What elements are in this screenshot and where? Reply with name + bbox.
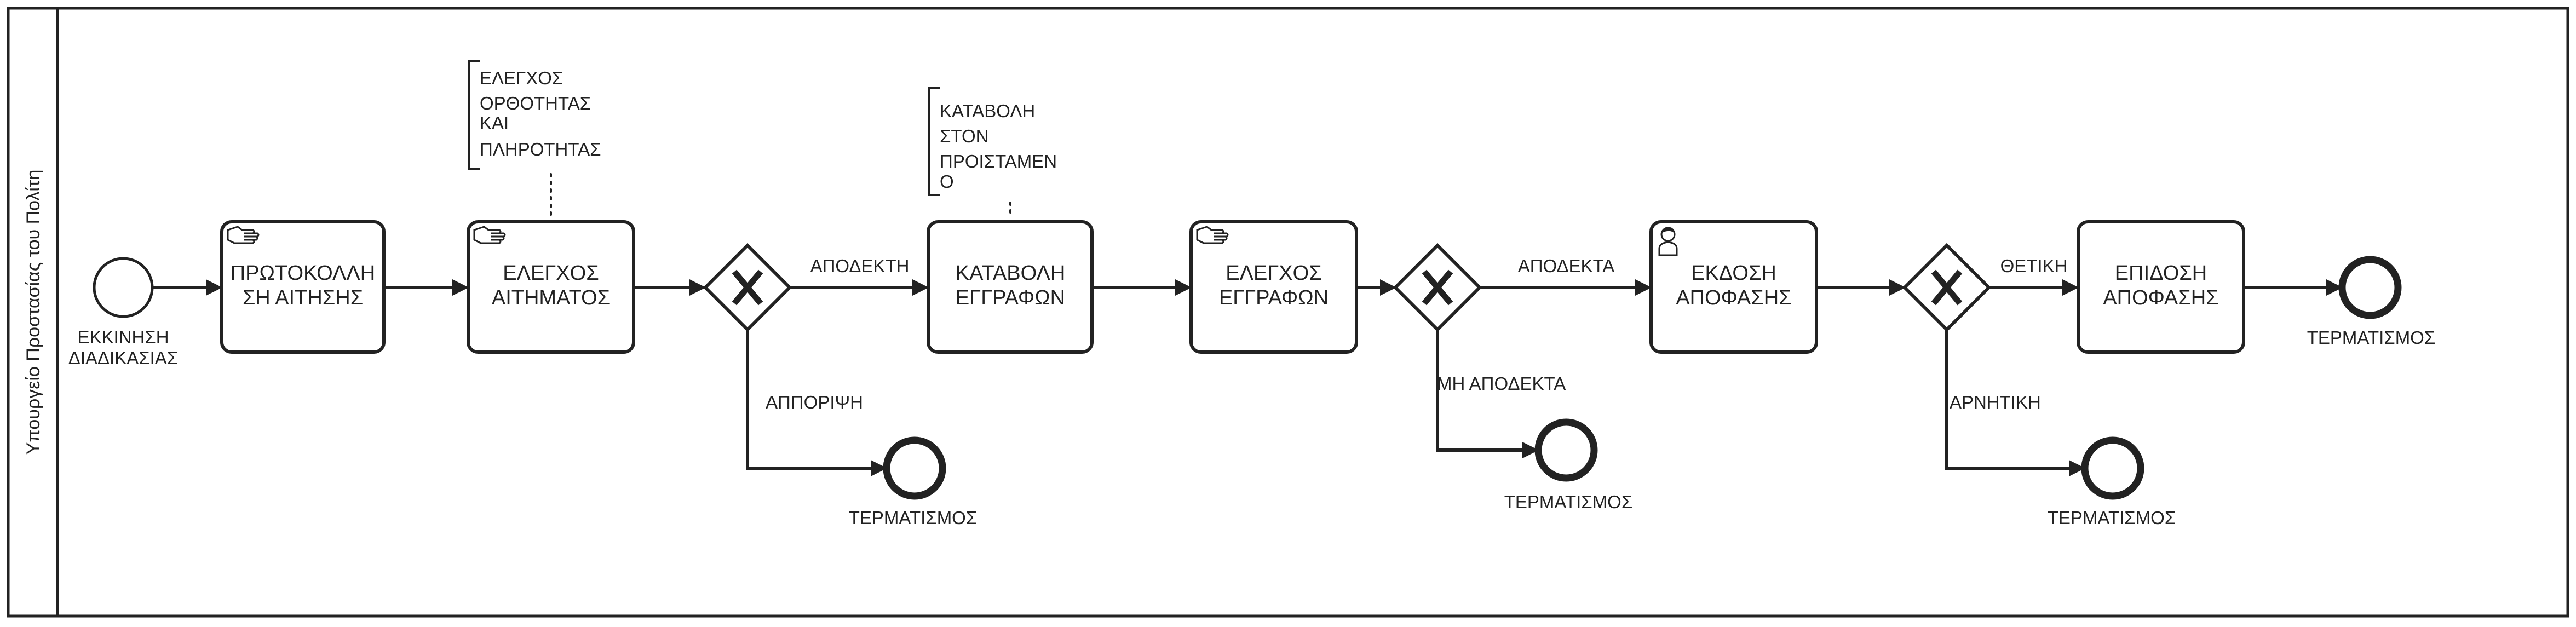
gateway-2[interactable]	[1393, 243, 1482, 332]
annotation-bracket	[928, 87, 940, 196]
task-protocol-label-line2: ΣΗ ΑΙΤΗΣΗΣ	[243, 286, 363, 309]
flow-gateway2-not-accepted	[1436, 330, 1539, 458]
task-submit-docs[interactable]: ΚΑΤΑΒΟΛΗ ΕΓΓΡΑΦΩΝ	[927, 220, 1094, 354]
task-issue-decision-label-line2: ΑΠΟΦΑΣΗΣ	[1676, 286, 1791, 309]
task-check-request-label-line2: ΑΙΤΗΜΑΤΟΣ	[492, 286, 610, 309]
sequence-flows	[153, 279, 2343, 476]
annotation-check-request-line1: ΕΛΕΓΧΟΣ	[480, 68, 563, 88]
annotation-bracket	[468, 60, 480, 170]
end-event-negative-label: ΤΕΡΜΑΤΙΣΜΟΣ	[2048, 508, 2176, 528]
x-icon	[1422, 269, 1453, 306]
end-event-negative[interactable]	[2081, 436, 2144, 500]
task-check-docs-label-line1: ΕΛΕΓΧΟΣ	[1226, 262, 1321, 285]
end-event-reject-label: ΤΕΡΜΑΤΙΣΜΟΣ	[849, 508, 978, 528]
task-deliver-decision-label-line1: ΕΠΙΔΟΣΗ	[2115, 262, 2207, 285]
task-issue-decision-box[interactable]	[1649, 220, 1818, 354]
task-deliver-decision[interactable]: ΕΠΙΔΟΣΗ ΑΠΟΦΑΣΗΣ	[2077, 220, 2245, 354]
task-issue-decision[interactable]: ΕΚΔΟΣΗ ΑΠΟΦΑΣΗΣ	[1649, 220, 1818, 354]
flow-label-accepted: ΑΠΟΔΕΚΤΗ	[810, 256, 910, 276]
task-issue-decision-label-line1: ΕΚΔΟΣΗ	[1691, 262, 1776, 285]
annotation-submit-docs-line2: ΣΤΟΝ	[940, 126, 988, 146]
task-submit-docs-label-line2: ΕΓΓΡΑΦΩΝ	[956, 286, 1065, 309]
task-check-request[interactable]: ΕΛΕΓΧΟΣ ΑΙΤΗΜΑΤΟΣ	[467, 220, 635, 354]
task-check-docs[interactable]: ΕΛΕΓΧΟΣ ΕΓΓΡΑΦΩΝ	[1189, 220, 1358, 354]
end-event-main-label: ΤΕΡΜΑΤΙΣΜΟΣ	[2307, 327, 2436, 348]
hand-icon	[473, 226, 506, 244]
task-protocol-label-line1: ΠΡΩΤΟΚΟΛΛΗ	[231, 262, 376, 285]
start-event-label-line2: ΔΙΑΔΙΚΑΣΙΑΣ	[68, 348, 178, 368]
task-check-request-label-line1: ΕΛΕΓΧΟΣ	[503, 262, 599, 285]
end-event-not-accepted[interactable]	[1534, 418, 1598, 482]
user-icon	[1658, 227, 1678, 256]
task-submit-docs-label-line1: ΚΑΤΑΒΟΛΗ	[956, 262, 1066, 285]
gateway-3[interactable]	[1902, 243, 1992, 332]
task-deliver-decision-box[interactable]	[2077, 220, 2245, 354]
annotation-submit-docs-line3: ΠΡΟΙΣΤΑΜΕΝ	[940, 151, 1057, 171]
task-check-request-box[interactable]	[467, 220, 635, 354]
start-event-label-line1: ΕΚΚΙΝΗΣΗ	[77, 327, 169, 347]
annotation-check-request-line3: ΚΑΙ	[480, 113, 509, 133]
flow-label-negative: ΑΡΝΗΤΙΚΗ	[1950, 392, 2041, 412]
end-event-main[interactable]	[2338, 256, 2402, 319]
end-event-not-accepted-label: ΤΕΡΜΑΤΙΣΜΟΣ	[1504, 492, 1633, 512]
task-protocol-box[interactable]	[220, 220, 386, 354]
task-deliver-decision-label-line2: ΑΠΟΦΑΣΗΣ	[2103, 286, 2218, 309]
task-submit-docs-box[interactable]	[927, 220, 1094, 354]
annotation-submit-docs-line4: Ο	[940, 171, 954, 192]
flow-gateway3-negative	[1945, 330, 2085, 476]
task-check-docs-box[interactable]	[1189, 220, 1358, 354]
flow-gateway1-rejected	[746, 330, 887, 476]
end-event-reject[interactable]	[883, 436, 946, 500]
flow-label-positive: ΘΕΤΙΚΗ	[2000, 256, 2068, 276]
gateway-1[interactable]	[703, 243, 792, 332]
annotation-submit-docs-line1: ΚΑΤΑΒΟΛΗ	[940, 101, 1035, 121]
hand-icon	[1196, 226, 1229, 244]
hand-icon	[227, 226, 260, 244]
flow-label-docs-accepted: ΑΠΟΔΕΚΤΑ	[1518, 256, 1615, 276]
x-icon	[1931, 269, 1963, 306]
task-protocol[interactable]: ΠΡΩΤΟΚΟΛΛΗ ΣΗ ΑΙΤΗΣΗΣ	[220, 220, 386, 354]
x-icon	[732, 269, 763, 306]
flow-label-docs-not-accepted: ΜΗ ΑΠΟΔΕΚΤΑ	[1437, 373, 1566, 394]
start-event[interactable]	[93, 257, 154, 318]
task-check-docs-label-line2: ΕΓΓΡΑΦΩΝ	[1219, 286, 1329, 309]
annotation-check-request-line4: ΠΛΗΡΟΤΗΤΑΣ	[480, 139, 601, 159]
annotation-submit-docs: ΚΑΤΑΒΟΛΗ ΣΤΟΝ ΠΡΟΙΣΤΑΜΕΝ Ο	[928, 87, 1057, 216]
annotation-check-request: ΕΛΕΓΧΟΣ ΟΡΘΟΤΗΤΑΣ ΚΑΙ ΠΛΗΡΟΤΗΤΑΣ	[468, 60, 601, 216]
annotation-check-request-line2: ΟΡΘΟΤΗΤΑΣ	[480, 93, 591, 113]
lane-label: Υπουργείο Προστασίας του Πολίτη	[23, 170, 44, 455]
flow-label-rejected: ΑΠΠΟΡΙΨΗ	[766, 392, 863, 412]
